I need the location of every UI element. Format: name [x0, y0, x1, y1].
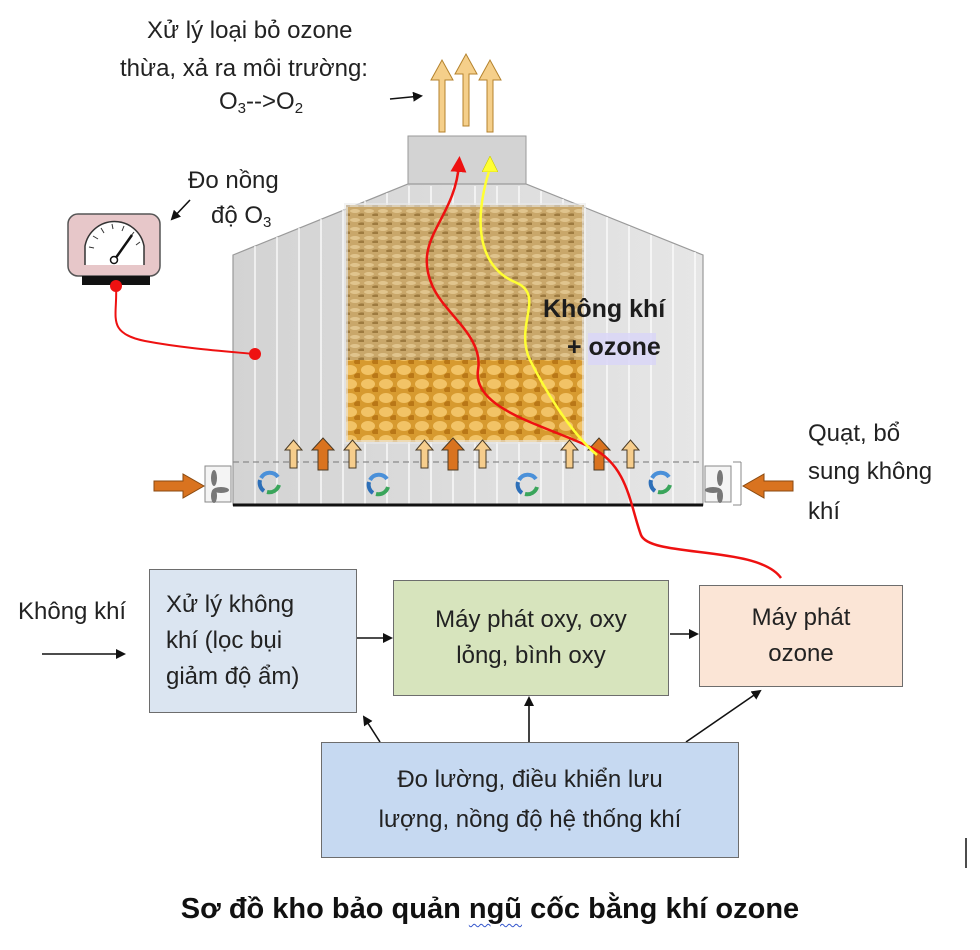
oxygen-generator-line2: lỏng, bình oxy	[456, 642, 606, 669]
fan-right-icon	[705, 470, 723, 503]
diagram-title: Sơ đồ kho bảo quản ngũ cốc bằng khí ozon…	[0, 893, 980, 926]
meter-sensor-cable	[114, 285, 255, 355]
exhaust-formula-o2: O	[276, 88, 295, 115]
grain-label-highlight	[588, 333, 656, 365]
title-word-coc: cốc	[530, 893, 581, 925]
air-treatment-line3: giảm độ ẩm)	[166, 663, 300, 690]
fan-label-line1: Quạt, bổ	[808, 420, 901, 447]
grain-label-line1: Không khí	[543, 295, 666, 323]
meter-label-text: độ O	[211, 202, 264, 229]
oxygen-generator-line1: Máy phát oxy, oxy	[435, 606, 627, 633]
exhaust-formula-arrow: -->	[246, 88, 277, 115]
meter-sensor-probe	[249, 348, 261, 360]
ozone-generator-line1: Máy phát	[751, 604, 851, 631]
control-line1: Đo lường, điều khiển lưu	[397, 766, 663, 793]
fan-left-icon	[211, 470, 229, 503]
fan-inlet-arrow-left	[153, 473, 206, 499]
title-word-ngu: ngũ	[468, 893, 523, 925]
meter-label-line2: độ O3	[211, 200, 271, 238]
grain-label-line2: + ozone	[567, 333, 661, 361]
process-arrows	[42, 629, 762, 743]
control-line2: lượng, nồng độ hệ thống khí	[378, 806, 682, 833]
exhaust-arrows	[430, 52, 502, 133]
air-inlet-label: Không khí	[18, 598, 127, 625]
exhaust-label-arrow	[389, 91, 423, 102]
ozone-generator-box: Máy phát ozone	[699, 585, 903, 687]
ozone-generator-line2: ozone	[768, 640, 834, 667]
exhaust-formula-sub2: 2	[294, 100, 304, 117]
exhaust-label-line2: thừa, xả ra môi trường:	[120, 55, 368, 82]
exhaust-formula-o3: O	[219, 88, 238, 115]
title-space	[522, 893, 530, 925]
exhaust-formula-sub3: 3	[237, 100, 247, 117]
ozone-flow-path	[425, 156, 783, 579]
control-box: Đo lường, điều khiển lưu lượng, nồng độ …	[321, 742, 739, 858]
meter-label-line1: Đo nồng	[188, 167, 279, 194]
title-after: bằng khí ozone	[580, 893, 800, 925]
fan-label-line2: sung không	[808, 458, 933, 485]
air-treatment-box: Xử lý không khí (lọc bụi giảm độ ẩm)	[149, 569, 357, 713]
meter-label-sub: 3	[263, 214, 272, 231]
oxygen-generator-box: Máy phát oxy, oxy lỏng, bình oxy	[393, 580, 669, 696]
exhaust-label-line1: Xử lý loại bỏ ozone	[147, 17, 353, 44]
meter-label-arrow	[170, 199, 191, 221]
recycle-icons	[257, 470, 672, 497]
ozone-meter	[67, 213, 161, 292]
exhaust-formula: O3-->O2	[219, 86, 303, 124]
title-before: Sơ đồ kho bảo quản	[180, 893, 469, 925]
air-flow-path	[479, 164, 598, 456]
air-treatment-line2: khí (lọc bụi	[166, 627, 283, 654]
fan-label-line3: khí	[808, 498, 841, 525]
plenum-up-arrows	[283, 437, 641, 471]
fan-inlet-arrow-right	[741, 473, 794, 499]
air-treatment-line1: Xử lý không	[166, 591, 295, 618]
grain-pile	[344, 203, 586, 444]
air-plenum	[204, 461, 742, 507]
